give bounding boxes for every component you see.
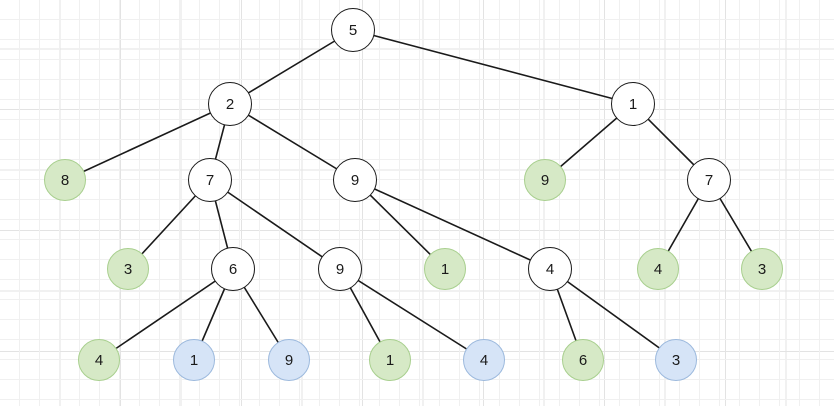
tree-node[interactable]: 9 (318, 247, 362, 291)
tree-edge (229, 29, 354, 105)
tree-node-label: 9 (540, 171, 550, 189)
tree-node-label: 7 (704, 171, 714, 189)
tree-node-label: 4 (545, 260, 555, 278)
tree-node-label: 8 (60, 171, 70, 189)
tree-node[interactable]: 2 (208, 82, 252, 126)
tree-node[interactable]: 1 (369, 339, 411, 381)
tree-node[interactable]: 1 (424, 248, 466, 290)
tree-node-label: 1 (440, 260, 450, 278)
tree-node-label: 4 (94, 351, 104, 369)
tree-node[interactable]: 3 (107, 248, 149, 290)
tree-node[interactable]: 6 (562, 339, 604, 381)
tree-edge (354, 179, 551, 270)
tree-node[interactable]: 9 (333, 158, 377, 202)
tree-node[interactable]: 1 (611, 82, 655, 126)
tree-node-label: 5 (348, 21, 358, 39)
tree-node-label: 3 (757, 260, 767, 278)
tree-edge (64, 103, 231, 181)
tree-node-label: 6 (578, 351, 588, 369)
tree-node-label: 1 (385, 351, 395, 369)
tree-node[interactable]: 7 (188, 158, 232, 202)
tree-node[interactable]: 3 (655, 339, 697, 381)
tree-node-label: 2 (225, 95, 235, 113)
tree-node-label: 9 (284, 351, 294, 369)
tree-node[interactable]: 8 (44, 159, 86, 201)
tree-node[interactable]: 4 (637, 248, 679, 290)
tree-node-label: 1 (628, 95, 638, 113)
tree-node[interactable]: 9 (268, 339, 310, 381)
tree-edge (549, 268, 677, 361)
tree-node-label: 9 (350, 171, 360, 189)
tree-node[interactable]: 7 (687, 158, 731, 202)
tree-node[interactable]: 9 (524, 159, 566, 201)
tree-node[interactable]: 5 (331, 8, 375, 52)
tree-edge (209, 179, 341, 270)
tree-node[interactable]: 1 (173, 339, 215, 381)
tree-edge (229, 103, 356, 181)
tree-edge (352, 29, 634, 105)
tree-node[interactable]: 4 (528, 247, 572, 291)
tree-node[interactable]: 4 (78, 339, 120, 381)
tree-node[interactable]: 6 (211, 247, 255, 291)
tree-node-label: 4 (479, 351, 489, 369)
tree-edge (98, 268, 234, 361)
tree-node-label: 4 (653, 260, 663, 278)
tree-node[interactable]: 4 (463, 339, 505, 381)
tree-node-label: 6 (228, 260, 238, 278)
tree-node-label: 1 (189, 351, 199, 369)
tree-node-label: 9 (335, 260, 345, 278)
tree-node[interactable]: 3 (741, 248, 783, 290)
tree-node-label: 3 (671, 351, 681, 369)
tree-node-label: 3 (123, 260, 133, 278)
tree-node-label: 7 (205, 171, 215, 189)
tree-edge (339, 268, 485, 361)
